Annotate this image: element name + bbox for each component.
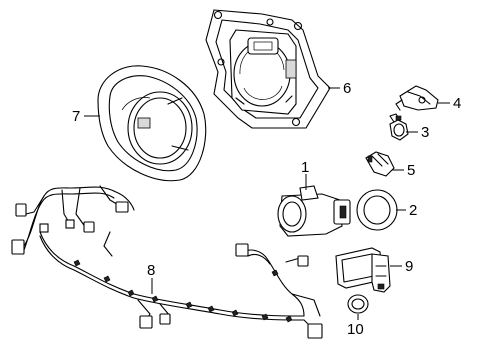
callout-labels: 1 2 3 4 5 6 7 8 9 10 (72, 80, 461, 338)
callout-5: 5 (407, 162, 415, 179)
callout-1: 1 (301, 159, 309, 176)
callout-7: 7 (72, 108, 80, 125)
callout-6: 6 (343, 80, 351, 97)
part-9-module (335, 247, 391, 293)
callout-9: 9 (405, 258, 413, 275)
part-4-bracket (395, 85, 439, 111)
callout-3: 3 (421, 124, 429, 141)
part-2-ring (356, 189, 398, 231)
part-1-sensor (277, 185, 351, 237)
callout-4: 4 (453, 95, 461, 112)
part-6-bracket (205, 9, 331, 129)
part-5-clip (365, 151, 395, 177)
callout-10: 10 (347, 321, 364, 338)
callout-2: 2 (409, 202, 417, 219)
part-10-plug (347, 294, 369, 314)
callout-8: 8 (147, 262, 155, 279)
part-8-harness (11, 185, 323, 339)
leader-lines (84, 87, 450, 320)
part-7-housing (97, 65, 207, 182)
part-3-clip (389, 113, 409, 141)
